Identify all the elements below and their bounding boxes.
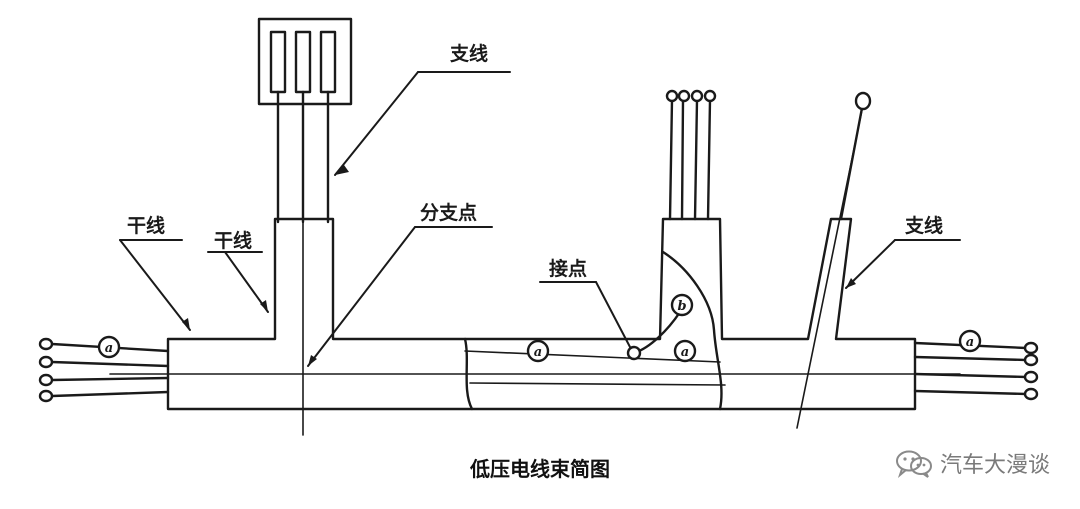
marker-left [97,335,121,359]
cutaway-left-edge [463,337,474,411]
marker-main-left-label: a [534,345,542,360]
label-trunk-left-1: 干线 [127,214,165,237]
connector-markers [97,293,982,363]
single-terminal-ring [854,91,872,111]
marker-main-right [673,339,697,363]
marker-left-label: a [105,341,113,356]
watermark-text: 汽车大漫谈 [939,453,1050,478]
marker-right-label: a [966,335,974,350]
label-branch-point: 分支点 [420,202,477,224]
main-trunk-outline [166,217,917,411]
marker-branch-label: b [677,299,686,314]
cutaway-wire-upper [464,350,721,363]
cutaway-right-edge [661,250,723,411]
middle-terminal-rings [665,89,717,103]
marker-main-left [526,339,550,363]
cutaway-wire-lower [469,382,726,386]
label-trunk-left-2: 干线 [214,229,252,252]
splice-point [626,345,642,361]
top-branch-wires [276,90,330,224]
top-connector-block [257,17,353,106]
middle-branch-wires [668,98,712,221]
label-branch-right: 支线 [904,214,943,237]
leader-arrowheads [182,165,856,366]
splice-wire [632,310,682,355]
diagram-caption: 低压电线束简图 [470,457,610,481]
label-branch-top: 支线 [449,42,488,65]
left-terminal-rings [38,337,54,403]
single-branch-axis [796,104,864,429]
watermark: 汽车大漫谈 [894,447,1050,479]
right-terminal-rings [1023,341,1039,401]
leader-lines [119,71,961,367]
marker-right [958,329,982,353]
marker-branch [670,293,694,317]
label-splice-point: 接点 [549,258,587,280]
wechat-icon [895,450,932,478]
marker-main-right-label: a [681,345,689,360]
